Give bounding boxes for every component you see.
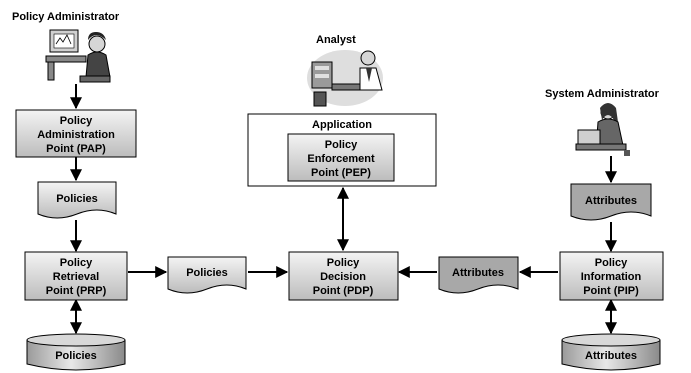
policies-document-left: Policies <box>37 181 117 219</box>
pip-line-3: Point (PIP) <box>583 285 639 297</box>
attributes-database-icon: Attributes <box>561 333 661 371</box>
pdp-line-2: Decision <box>320 271 366 283</box>
pap-node: Policy Administration Point (PAP) <box>15 109 137 158</box>
pep-line-3: Point (PEP) <box>311 167 371 179</box>
pap-line-3: Point (PAP) <box>46 143 106 155</box>
analyst-person-icon <box>307 50 383 107</box>
pap-line-2: Administration <box>37 129 115 141</box>
pep-node: Policy Enforcement Point (PEP) <box>287 133 395 182</box>
pep-line-1: Policy <box>325 139 358 151</box>
policies-database-icon: Policies <box>26 333 126 371</box>
policies-db-label: Policies <box>55 350 97 362</box>
prp-line-1: Policy <box>60 257 93 269</box>
pap-line-1: Policy <box>60 115 93 127</box>
pdp-line-1: Policy <box>327 257 360 269</box>
pip-line-2: Information <box>581 271 642 283</box>
policy-admin-person-icon <box>45 29 111 83</box>
application-container: Application Policy Enforcement Point (PE… <box>247 113 437 187</box>
system-admin-person-icon <box>575 103 630 156</box>
analyst-label: Analyst <box>316 34 356 46</box>
connectors <box>70 84 617 335</box>
application-label: Application <box>312 119 372 131</box>
pdp-line-3: Point (PDP) <box>313 285 374 297</box>
prp-line-2: Retrieval <box>53 271 99 283</box>
attributes-right-label: Attributes <box>585 195 637 207</box>
policies-left-label: Policies <box>56 193 98 205</box>
attributes-document-mid: Attributes <box>438 256 519 294</box>
policies-document-mid: Policies <box>167 256 247 294</box>
policy-admin-label: Policy Administrator <box>12 11 120 23</box>
attributes-mid-label: Attributes <box>452 267 504 279</box>
attributes-document-right: Attributes <box>570 183 652 221</box>
prp-line-3: Point (PRP) <box>46 285 107 297</box>
pip-node: Policy Information Point (PIP) <box>559 251 664 301</box>
prp-node: Policy Retrieval Point (PRP) <box>24 251 128 301</box>
policies-mid-label: Policies <box>186 267 228 279</box>
attributes-db-label: Attributes <box>585 350 637 362</box>
system-admin-label: System Administrator <box>545 88 660 100</box>
pep-line-2: Enforcement <box>307 153 375 165</box>
pip-line-1: Policy <box>595 257 628 269</box>
pdp-node: Policy Decision Point (PDP) <box>288 251 399 301</box>
